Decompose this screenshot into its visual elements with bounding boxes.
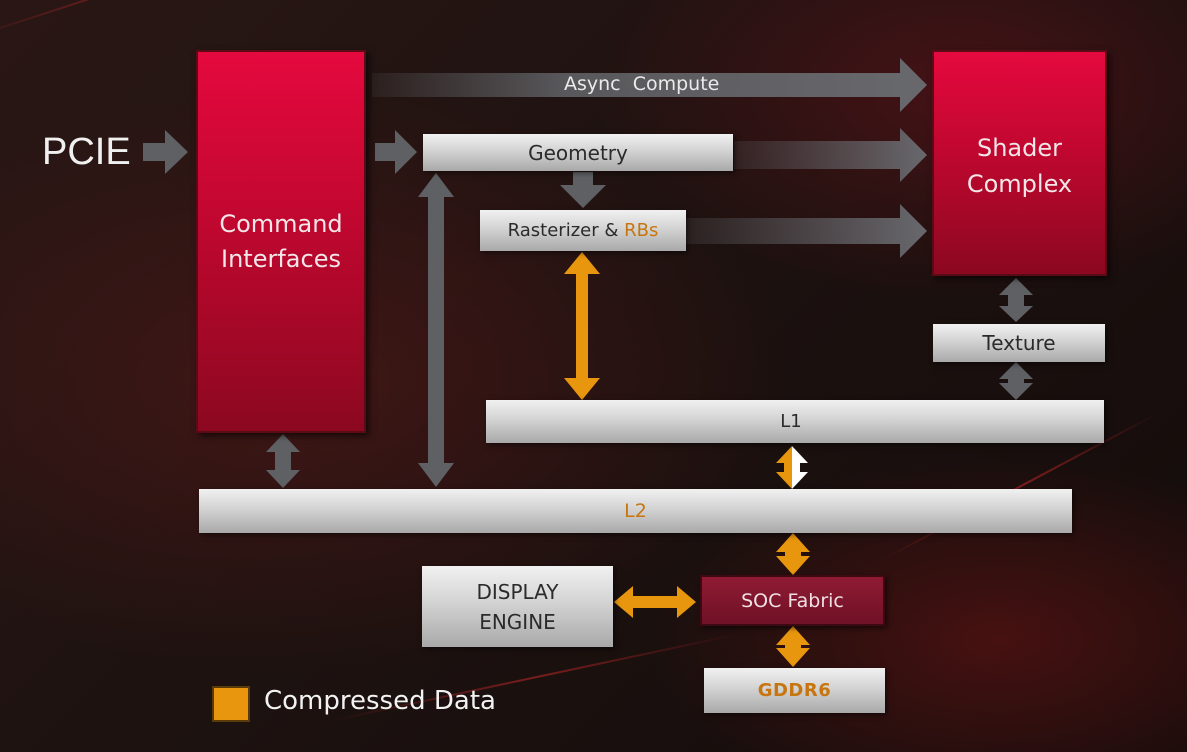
soc-fabric-label: SOC Fabric — [741, 589, 844, 612]
l2-geometry-arrow — [418, 173, 454, 487]
l1-l2-arrow-right-half — [792, 446, 808, 489]
texture-l1-arrow — [999, 362, 1033, 400]
texture-block: Texture — [933, 324, 1105, 362]
display-soc-compressed-arrow — [614, 586, 696, 618]
l2-label: L2 — [624, 500, 647, 522]
l1-cache-block: L1 — [486, 400, 1104, 443]
geometry-label: Geometry — [528, 140, 628, 165]
async-compute-arrow — [372, 58, 927, 112]
rbs-label: RBs — [624, 220, 659, 241]
soc-fabric-block: SOC Fabric — [700, 575, 885, 626]
l2-soc-compressed-arrow — [776, 533, 810, 575]
pcie-label: PCIE — [42, 131, 131, 173]
legend-swatch — [212, 686, 250, 722]
legend-label: Compressed Data — [264, 686, 496, 716]
display-engine-label: DISPLAY ENGINE — [476, 579, 559, 634]
rasterizer-l1-compressed-arrow — [564, 252, 600, 400]
l1-label: L1 — [780, 411, 802, 432]
texture-label: Texture — [982, 331, 1056, 355]
rasterizer-to-shader-arrow — [686, 204, 927, 258]
rasterizer-label: Rasterizer & — [507, 220, 625, 241]
l1-l2-arrow-left-half — [776, 446, 792, 489]
geometry-block: Geometry — [423, 134, 733, 171]
soc-gddr6-compressed-arrow — [776, 626, 810, 667]
command-to-geometry-arrow — [375, 130, 417, 174]
display-engine-block: DISPLAY ENGINE — [422, 566, 613, 647]
geometry-to-rasterizer-arrow — [560, 172, 606, 208]
pcie-arrow — [143, 130, 188, 174]
geometry-to-shader-arrow — [734, 128, 927, 182]
l2-cache-block: L2 — [199, 489, 1072, 533]
async-compute-label: Async Compute — [564, 73, 720, 95]
gddr6-label: GDDR6 — [757, 680, 832, 701]
command-l2-arrow — [266, 434, 300, 488]
rasterizer-block: Rasterizer & RBs — [480, 210, 686, 251]
command-interfaces-label: Command Interfaces — [219, 209, 343, 273]
gddr6-block: GDDR6 — [704, 668, 885, 713]
shader-texture-arrow — [999, 278, 1033, 322]
command-interfaces-block: Command Interfaces — [196, 50, 366, 433]
shader-complex-label: Shader Complex — [966, 134, 1073, 198]
shader-complex-block: Shader Complex — [932, 50, 1107, 276]
